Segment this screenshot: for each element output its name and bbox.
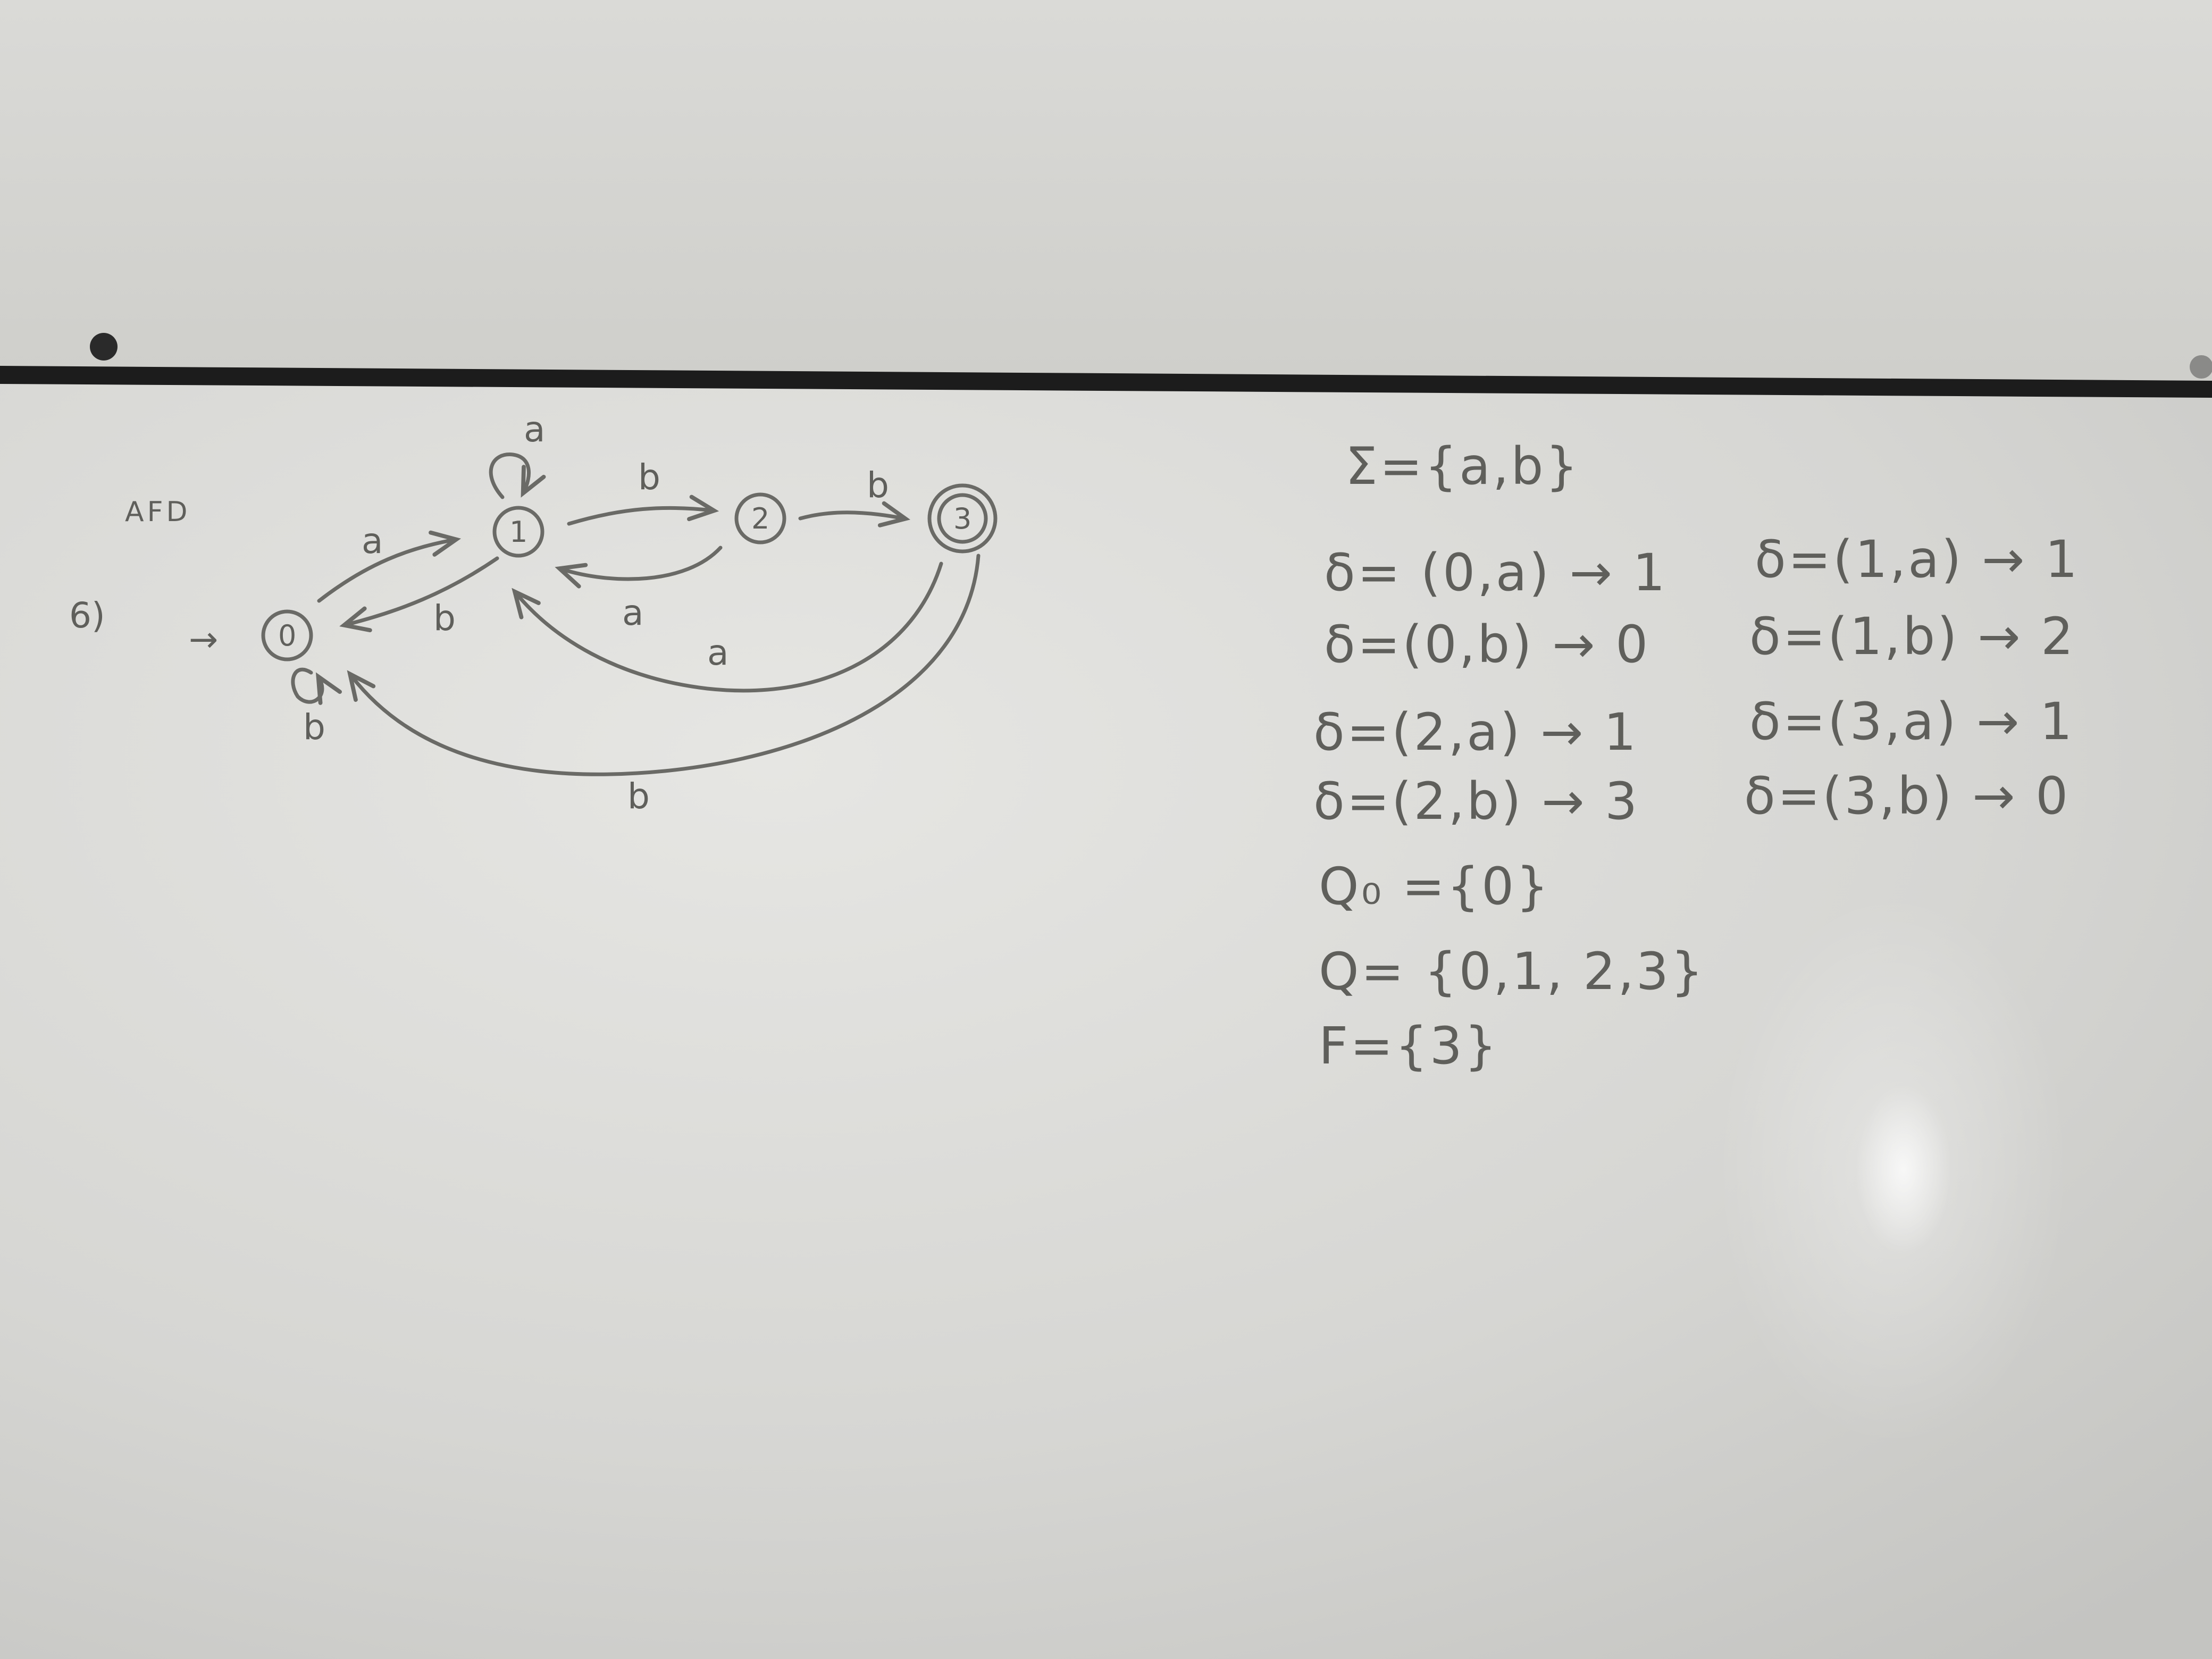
- initial-state-definition: Q₀ ={0}: [1319, 857, 1551, 916]
- svg-text:b: b: [433, 598, 456, 639]
- state-1: 1: [492, 506, 544, 558]
- states-set-definition: Q= {0,1, 2,3}: [1319, 942, 1705, 1001]
- automaton-type-label: AFD: [125, 496, 191, 528]
- delta-2-a: δ=(2,a) → 1: [1313, 702, 1638, 762]
- state-3-final: 3: [927, 483, 998, 554]
- svg-text:a: a: [622, 592, 643, 633]
- delta-3-a: δ=(3,a) → 1: [1749, 692, 2074, 751]
- transition-0-1: a: [317, 521, 455, 603]
- transition-3-1: a: [516, 562, 943, 693]
- automaton-diagram: 6) AFD → 0 1 2 3 b: [69, 409, 998, 817]
- svg-text:b: b: [638, 457, 660, 498]
- delta-1-a: δ=(1,a) → 1: [1755, 530, 2080, 589]
- state-2: 2: [734, 492, 786, 544]
- state-0: 0: [261, 609, 313, 661]
- transition-2-1: a: [561, 546, 723, 633]
- wall-screw-right: [2190, 355, 2212, 379]
- svg-text:a: a: [707, 632, 728, 673]
- exercise-number: 6): [69, 595, 105, 636]
- transition-1-2: b: [567, 457, 713, 526]
- automaton-definitions: Σ={a,b} δ= (0,a) → 1 δ=(0,b) → 0 δ=(2,a)…: [1313, 437, 2080, 1076]
- transition-0-0: b: [291, 667, 325, 748]
- transition-3-0: b: [351, 554, 981, 817]
- delta-3-b: δ=(3,b) → 0: [1744, 766, 2070, 826]
- transition-1-1: a: [489, 409, 545, 499]
- wall-screw-left: [90, 333, 118, 361]
- svg-text:1: 1: [509, 515, 527, 549]
- board-top-rail: [0, 366, 2212, 398]
- transition-2-3: b: [798, 465, 904, 518]
- alphabet-definition: Σ={a,b}: [1345, 437, 1580, 496]
- svg-text:a: a: [362, 521, 383, 562]
- initial-arrow: →: [189, 619, 218, 660]
- svg-text:b: b: [627, 776, 650, 817]
- delta-0-a: δ= (0,a) → 1: [1324, 543, 1668, 602]
- svg-text:a: a: [524, 409, 545, 450]
- delta-1-b: δ=(1,b) → 2: [1749, 607, 2075, 666]
- light-glare-soft: [1717, 893, 2068, 1446]
- svg-text:b: b: [303, 707, 325, 748]
- whiteboard-surface: [0, 379, 2212, 1659]
- transition-1-0: b: [346, 556, 499, 639]
- wall: [0, 0, 2212, 372]
- svg-text:3: 3: [953, 502, 971, 535]
- svg-text:2: 2: [751, 502, 769, 535]
- svg-text:0: 0: [278, 619, 296, 652]
- delta-0-b: δ=(0,b) → 0: [1324, 615, 1650, 674]
- delta-2-b: δ=(2,b) → 3: [1313, 772, 1639, 831]
- svg-text:b: b: [867, 465, 889, 506]
- final-states-definition: F={3}: [1319, 1016, 1499, 1076]
